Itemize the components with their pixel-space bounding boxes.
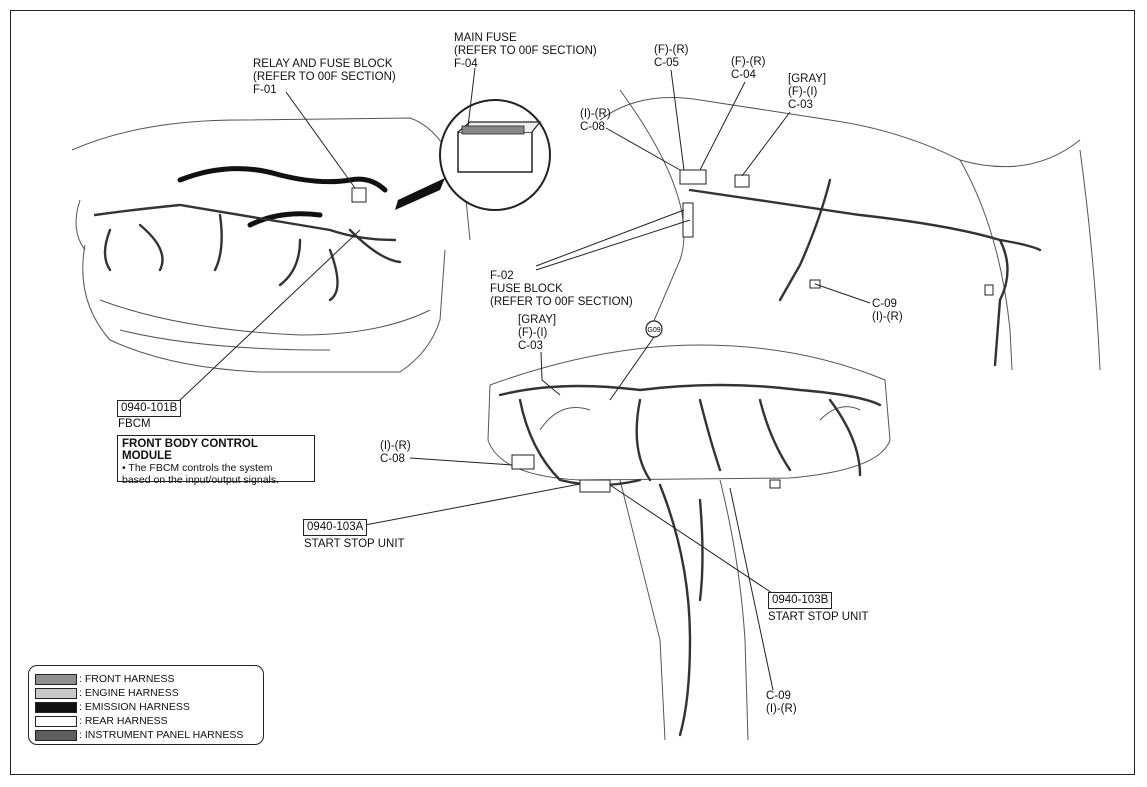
legend-row-emission: : EMISSION HARNESS [35,700,257,714]
leader-c05 [670,69,685,171]
label-c04: (F)-(R) C-04 [731,56,766,81]
leader-f02-a [535,209,685,267]
dashboard-outline [487,344,891,481]
leader-c08-mid [409,457,513,466]
start-stop-b-name: START STOP UNIT [768,611,869,623]
label-c05: (F)-(R) C-05 [654,44,689,69]
legend-row-rear: : REAR HARNESS [35,714,257,728]
main-fuse-magnifier [395,99,551,211]
label-c08-mid: (I)-(R) C-08 [380,440,411,465]
leader-103b [609,484,773,594]
label-c09-bottom: C-09 (I)-(R) [766,690,797,715]
rear-harness [688,188,1009,367]
diagram-frame [10,10,1135,775]
leader-c09-bottom [729,487,774,691]
label-c09-top: C-09 (I)-(R) [872,298,903,323]
start-stop-b-code-box: 0940-103B [768,592,833,609]
legend-swatch [35,673,77,685]
legend-swatch [35,715,77,727]
g09-ground-marker: G09 [645,320,663,338]
leader-c03-top [741,111,791,177]
label-c08-top: (I)-(R) C-08 [580,108,611,133]
fbcm-name: FBCM [118,418,151,430]
leader-103a [359,483,581,527]
leader-fbcm [177,229,361,403]
legend-row-front: : FRONT HARNESS [35,672,257,686]
note-title: FRONT BODY CONTROL MODULE [122,438,258,462]
leader-f04 [467,67,476,127]
leader-c09-top [814,283,871,304]
legend-swatch [35,701,77,713]
legend-swatch [35,729,77,741]
label-c03-top: [GRAY] (F)-(I) C-03 [788,73,827,111]
fbcm-code-box: 0940-101B [117,400,182,417]
legend-row-engine: : ENGINE HARNESS [35,686,257,700]
label-relay-fuse-block: RELAY AND FUSE BLOCK (REFER TO 00F SECTI… [253,58,396,96]
note-line-2: based on the input/output signals. [122,474,280,486]
label-fuse-block: F-02 FUSE BLOCK (REFER TO 00F SECTION) [490,270,633,308]
label-main-fuse: MAIN FUSE (REFER TO 00F SECTION) F-04 [454,32,597,70]
instrument-panel-harness [498,383,882,407]
harness-legend: : FRONT HARNESS : ENGINE HARNESS : EMISS… [28,665,264,745]
start-stop-a-code-box: 0940-103A [303,519,368,536]
leader-c03-mid [540,351,561,396]
legend-swatch [35,687,77,699]
leader-c08-top [605,127,681,171]
legend-row-instrument-panel: : INSTRUMENT PANEL HARNESS [35,728,257,742]
leader-f02-b [535,219,691,271]
front-harness [93,203,397,242]
leader-g09 [609,336,655,401]
car-hood-outline [71,117,471,241]
start-stop-a-name: START STOP UNIT [304,538,405,550]
label-c03-mid: [GRAY] (F)-(I) C-03 [518,314,557,352]
car-front-bumper [82,244,446,373]
leader-f01 [285,91,356,189]
leader-c04 [699,81,746,171]
g09-label: G09 [647,327,660,334]
fbcm-note-box: FRONT BODY CONTROL MODULE • The FBCM con… [117,435,315,486]
emission-harness [177,166,388,193]
note-line-1: • The FBCM controls the system [122,462,273,474]
cabin-outline [599,97,1081,168]
